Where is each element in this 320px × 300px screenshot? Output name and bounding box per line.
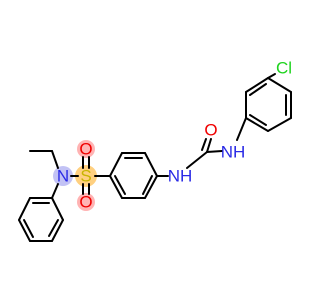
sulfur-atom-label: S <box>80 167 91 186</box>
bond <box>267 117 292 132</box>
sulfonyl-oxygen-top-highlight <box>77 140 95 158</box>
bond <box>51 150 59 169</box>
sulfonyl-oxygen-top-label: O <box>79 140 92 159</box>
bond <box>206 150 223 153</box>
molecule-structure-diagram: Cl NH O NH S O O N <box>18 59 292 242</box>
bond <box>267 73 276 79</box>
chlorine-atom-label: Cl <box>276 59 292 78</box>
sulfonyl-oxygen-bottom-highlight <box>77 193 95 211</box>
molecule-structure-canvas: Cl NH O NH S O O N <box>18 59 292 242</box>
bond <box>18 219 31 242</box>
bond <box>245 117 269 132</box>
bond <box>206 138 212 153</box>
urea-nh-right-label: NH <box>221 143 246 162</box>
bond <box>51 197 64 221</box>
bond <box>142 175 153 195</box>
bond <box>51 219 64 242</box>
bond <box>249 83 267 96</box>
bond <box>186 151 208 169</box>
urea-oxygen-label: O <box>204 121 217 140</box>
sulfonamide-nitrogen-highlight <box>53 166 73 186</box>
bond <box>144 175 158 199</box>
sulfur-highlight <box>75 165 97 187</box>
bond <box>245 77 269 93</box>
urea-nh-left-label: NH <box>168 167 193 186</box>
atom-labels: Cl NH O NH S O O N <box>57 59 292 212</box>
bond <box>114 175 126 195</box>
bond <box>236 117 247 141</box>
bond <box>267 77 292 93</box>
atom-highlights <box>53 140 97 211</box>
bonds <box>18 73 292 242</box>
bond <box>201 138 207 151</box>
bond <box>18 197 31 221</box>
bond <box>109 175 123 199</box>
bond <box>144 152 158 177</box>
sulfonamide-nitrogen-label: N <box>57 167 69 186</box>
bond <box>51 183 59 199</box>
bond <box>48 219 59 237</box>
bond <box>23 219 34 238</box>
bond <box>109 152 123 177</box>
sulfonyl-oxygen-bottom-label: O <box>79 193 92 212</box>
bond <box>249 114 267 126</box>
